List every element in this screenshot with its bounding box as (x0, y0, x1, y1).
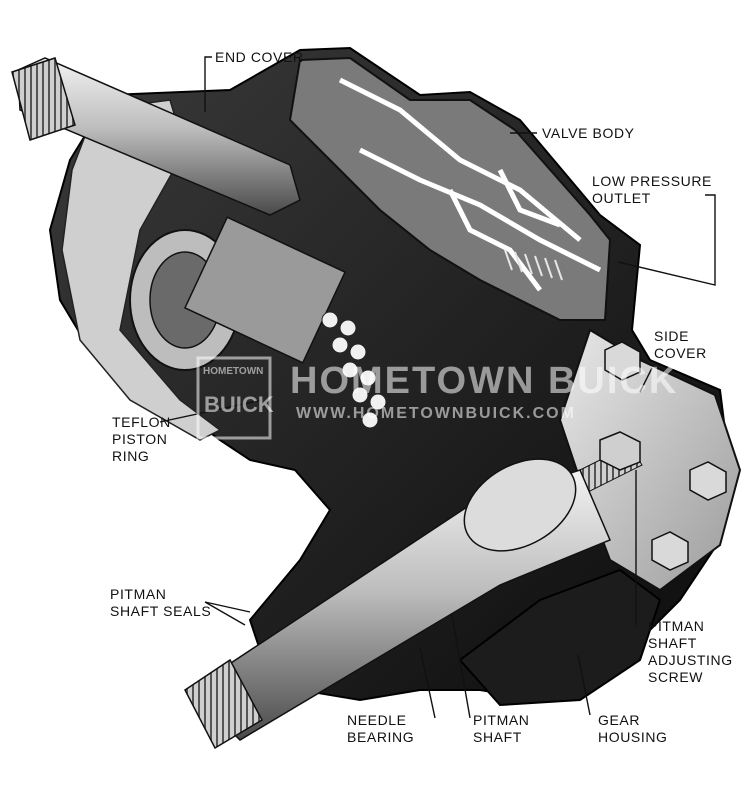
watermark-url: WWW.HOMETOWNBUICK.COM (296, 405, 576, 422)
label-low-pressure-outlet: LOW PRESSURE OUTLET (592, 173, 712, 207)
label-needle-bearing-line1: NEEDLE (347, 712, 407, 728)
label-pitman-shaft-seals-line2: SHAFT SEALS (110, 603, 212, 619)
label-side-cover-line1: SIDE (654, 328, 690, 344)
label-teflon-piston-ring-line1: TEFLON (112, 414, 171, 430)
piston-assembly (129, 216, 347, 371)
valve-spring (504, 249, 563, 281)
valve-body-casting (288, 56, 612, 321)
label-gear-housing: GEAR HOUSING (598, 712, 668, 746)
label-teflon-piston-ring-line3: RING (112, 448, 150, 464)
label-gear-housing-line1: GEAR (598, 712, 641, 728)
label-adjusting-screw-line1: PITMAN (648, 618, 705, 634)
label-adjusting-screw-line4: SCREW (648, 669, 704, 685)
watermark-title: HOMETOWN BUICK (290, 360, 679, 402)
label-gear-housing-line2: HOUSING (598, 729, 668, 745)
label-teflon-piston-ring-line2: PISTON (112, 431, 168, 447)
label-needle-bearing: NEEDLE BEARING (347, 712, 414, 746)
leader-lines (159, 56, 716, 719)
label-low-pressure-outlet-line1: LOW PRESSURE (592, 173, 712, 189)
pitman-shaft (184, 458, 611, 750)
watermark-logo-top: HOMETOWN (203, 366, 264, 377)
label-pitman-shaft-adjusting-screw: PITMAN SHAFT ADJUSTING SCREW (648, 618, 733, 686)
label-side-cover: SIDE COVER (654, 328, 707, 362)
gear-housing (458, 568, 662, 707)
label-pitman-shaft-seals: PITMAN SHAFT SEALS (110, 586, 211, 620)
label-side-cover-line2: COVER (654, 345, 707, 361)
label-pitman-shaft: PITMAN SHAFT (473, 712, 530, 746)
input-shaft (11, 57, 301, 216)
label-valve-body: VALVE BODY (542, 125, 635, 141)
label-low-pressure-outlet-line2: OUTLET (592, 190, 651, 206)
label-end-cover: END COVER (215, 49, 304, 65)
watermark-logo-bottom: BUICK (204, 392, 274, 417)
valve-passages (338, 77, 602, 292)
label-adjusting-screw-line2: SHAFT (648, 635, 697, 651)
label-teflon-piston-ring: TEFLON PISTON RING (112, 414, 171, 465)
label-needle-bearing-line2: BEARING (347, 729, 415, 745)
side-cover-bolts (604, 341, 727, 571)
side-cover (558, 328, 742, 592)
recirculating-balls (321, 311, 387, 429)
label-pitman-shaft-seals-line1: PITMAN (110, 586, 167, 602)
label-pitman-shaft-line2: SHAFT (473, 729, 522, 745)
watermark-logo (196, 356, 272, 440)
label-pitman-shaft-line1: PITMAN (473, 712, 530, 728)
label-adjusting-screw-line3: ADJUSTING (648, 652, 733, 668)
